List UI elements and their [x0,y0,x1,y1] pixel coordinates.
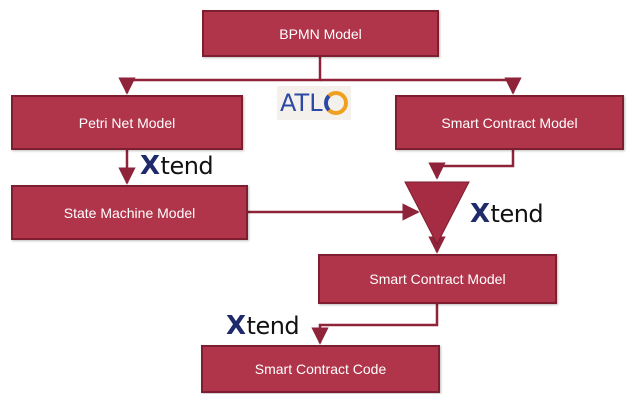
merge-triangle [404,181,470,246]
atl-logo-text: ATL [280,89,323,117]
xtend-logo-code: X tend [226,310,300,342]
smart-contract-code-label: Smart Contract Code [254,361,387,377]
xtend-x-icon: X [226,311,246,341]
xtend-logo-text: tend [246,312,300,340]
xtend-logo-text: tend [160,152,214,180]
smart-contract-model-label: Smart Contract Model [441,114,578,131]
bpmn-model-box: BPMN Model [202,10,439,57]
petri-net-model-box: Petri Net Model [11,95,243,150]
atl-ring-icon [323,91,348,115]
atl-logo: ATL [277,86,351,120]
smart-contract-code-box: Smart Contract Code [201,345,440,393]
bpmn-model-label: BPMN Model [279,25,362,42]
smart-contract-model-box: Smart Contract Model [395,95,624,150]
smart-contract-model-2-label: Smart Contract Model [369,271,506,287]
petri-net-model-label: Petri Net Model [78,114,176,131]
xtend-x-icon: X [140,151,160,181]
xtend-x-icon: X [470,199,490,229]
xtend-logo-petri-to-state: X tend [140,150,214,182]
edge-smart-contract-to-merge [428,150,515,180]
xtend-logo-text: tend [490,200,544,228]
state-machine-model-box: State Machine Model [11,185,248,240]
edge-bpmn-to-smart-contract [320,77,522,95]
smart-contract-model-2-box: Smart Contract Model [318,254,557,304]
state-machine-model-label: State Machine Model [63,204,196,221]
xtend-logo-merge: X tend [470,198,544,230]
edge-bpmn-to-petri [118,57,322,95]
edge-smart-contract-2-to-code [311,304,439,345]
